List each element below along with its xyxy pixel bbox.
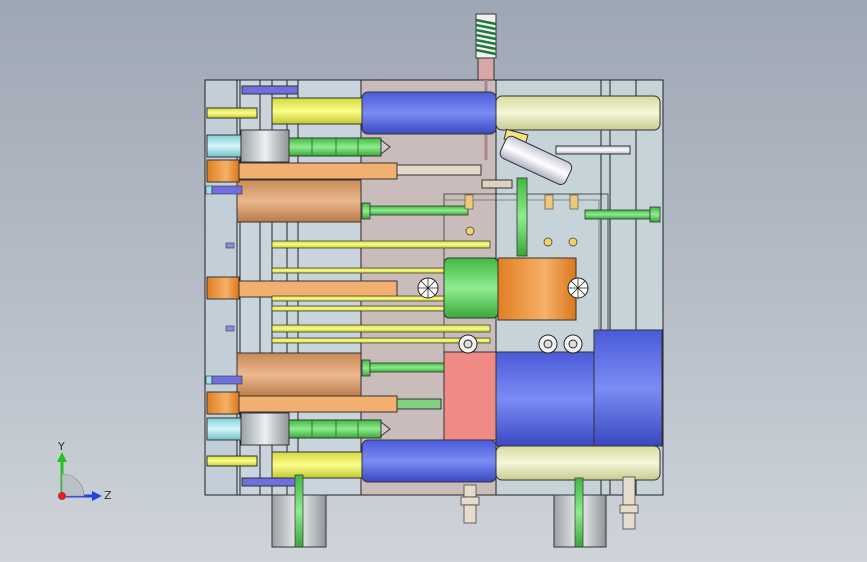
z-axis-head-icon <box>92 491 102 501</box>
screw-head-icon <box>465 226 578 247</box>
triad-arc-icon <box>61 473 85 497</box>
guide-bush-top-right[interactable] <box>495 95 661 131</box>
ejector-rod-1[interactable] <box>206 159 482 183</box>
ejector-rod-2[interactable] <box>206 276 398 300</box>
ejector-rod-3[interactable] <box>206 391 442 415</box>
screw-short[interactable] <box>206 107 258 119</box>
orientation-triad: Y Z <box>57 440 112 502</box>
return-pin-bottom[interactable] <box>206 412 391 446</box>
screw-short[interactable] <box>206 455 258 467</box>
foot-rod-right[interactable] <box>574 477 584 548</box>
foot-rod-left[interactable] <box>294 474 304 548</box>
guide-bush-bottom-right[interactable] <box>495 445 661 481</box>
guide-pillar-bottom-blue[interactable] <box>361 439 497 483</box>
core-insert-blue-right[interactable] <box>593 329 663 447</box>
z-axis-label: Z <box>104 489 112 502</box>
y-axis-head-icon <box>57 452 67 462</box>
return-pin-top[interactable] <box>206 129 391 163</box>
cavity-insert-salmon[interactable] <box>443 351 497 441</box>
water-connector-right[interactable] <box>619 476 639 530</box>
spring-coil-icon <box>464 194 579 210</box>
slide-orange[interactable] <box>497 257 577 321</box>
stop-pin[interactable] <box>241 477 299 487</box>
support-block-top[interactable] <box>236 179 362 223</box>
stop-pin[interactable] <box>241 85 299 95</box>
water-connector-left[interactable] <box>460 484 480 524</box>
guide-pillar-top-yellow[interactable] <box>271 97 363 125</box>
guide-pillar-bottom-yellow[interactable] <box>271 451 363 479</box>
support-block-bottom[interactable] <box>236 352 362 398</box>
locating-dowel[interactable] <box>205 185 243 385</box>
slide-green[interactable] <box>443 257 499 319</box>
spring-icon <box>475 18 497 56</box>
nut-icon <box>458 334 583 354</box>
guide-pillar-top-blue[interactable] <box>361 91 497 135</box>
gear-icon <box>417 277 589 299</box>
y-axis-label: Y <box>57 440 65 453</box>
origin-icon <box>58 492 66 500</box>
core-insert-blue[interactable] <box>495 351 601 447</box>
angle-pin-lifter[interactable] <box>481 128 631 189</box>
